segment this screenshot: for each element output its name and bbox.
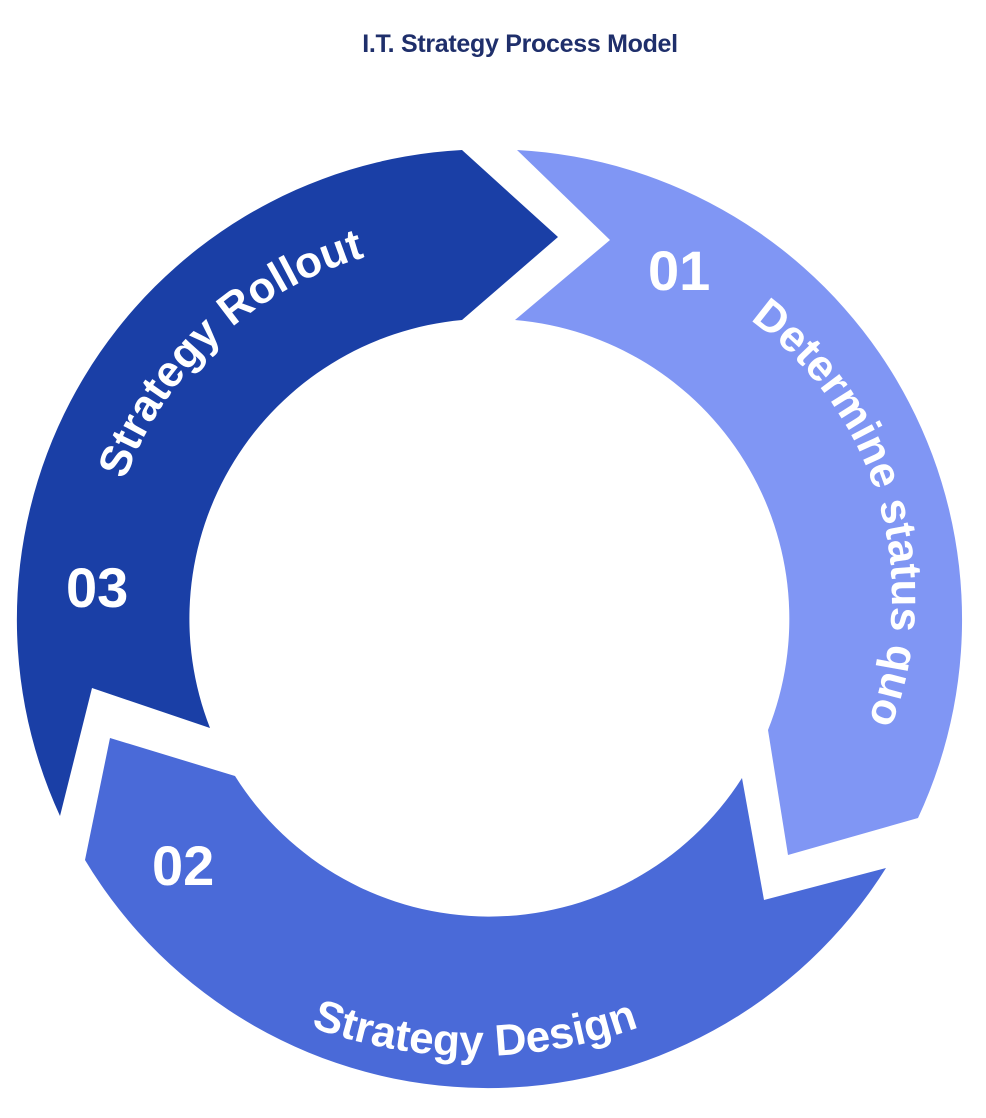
step-segment-01 [515, 150, 963, 855]
step-number-03: 03 [66, 556, 128, 619]
step-number-01: 01 [648, 239, 710, 302]
step-number-02: 02 [152, 834, 214, 897]
diagram-title: I.T. Strategy Process Model [362, 30, 678, 58]
step-segment-02 [85, 738, 886, 1089]
step-segment-03 [16, 150, 558, 816]
